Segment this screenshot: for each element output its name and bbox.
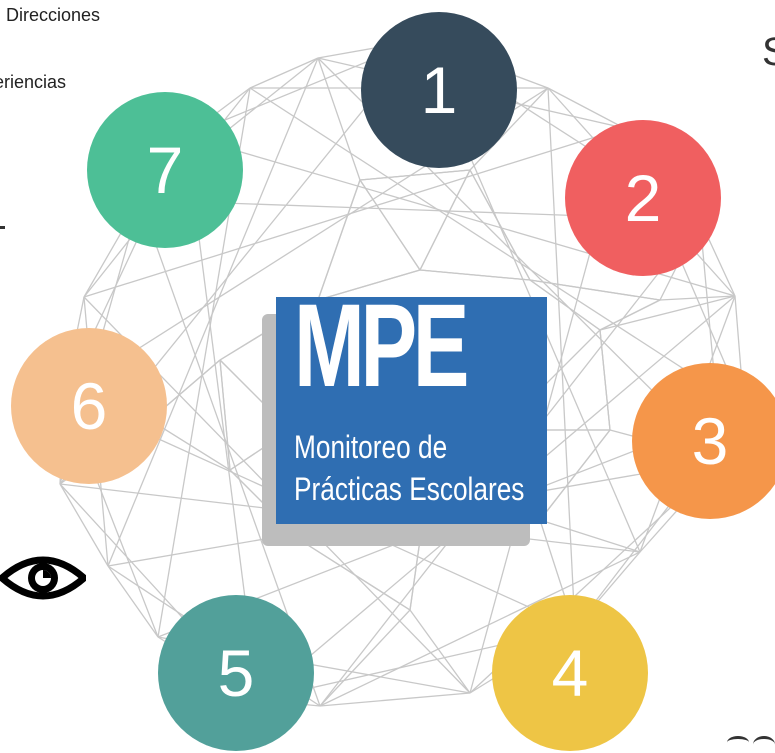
network-edge — [539, 429, 611, 521]
text-snippet-mid: eriencias — [0, 72, 67, 92]
network-edge — [599, 329, 611, 431]
node-1[interactable]: 1 — [361, 12, 517, 168]
text-fragment-bottom-right-2 — [753, 736, 775, 753]
node-3-label: 3 — [691, 404, 729, 478]
network-edge — [469, 169, 531, 281]
node-6[interactable]: 6 — [11, 328, 167, 484]
network-edge — [419, 169, 471, 271]
network-edge — [319, 692, 471, 707]
text-snippet-right: S — [762, 30, 775, 75]
node-4-label: 4 — [551, 636, 589, 710]
node-6-label: 6 — [70, 369, 108, 443]
node-2[interactable]: 2 — [565, 120, 721, 276]
network-edge — [529, 279, 661, 301]
network-edge — [529, 279, 601, 331]
network-edge — [319, 609, 411, 707]
network-edge — [107, 565, 159, 638]
network-edge — [599, 299, 661, 331]
network-edge — [469, 87, 549, 171]
network-edge — [83, 127, 625, 298]
text-fragment-bottom-right — [727, 736, 749, 749]
node-7[interactable]: 7 — [87, 92, 243, 248]
network-edge — [409, 539, 421, 611]
network-edge — [317, 179, 361, 301]
logo-line-2: Prácticas Escolares — [294, 471, 525, 507]
text-fragment-left — [0, 226, 5, 229]
node-3[interactable]: 3 — [632, 363, 775, 519]
network-edge — [107, 57, 319, 567]
eye-icon — [0, 556, 86, 600]
network-edge — [249, 87, 745, 409]
node-2-label: 2 — [624, 161, 662, 235]
mpe-logo: MPE Monitoreo de Prácticas Escolares — [276, 297, 547, 524]
node-7-label: 7 — [146, 133, 184, 207]
network-edge — [59, 483, 109, 567]
logo-acronym: MPE — [294, 297, 469, 412]
network-edge — [319, 551, 641, 707]
network-edge — [219, 359, 231, 471]
node-1-label: 1 — [420, 53, 458, 127]
logo-line-1: Monitoreo de — [294, 429, 448, 465]
network-edge — [359, 169, 471, 181]
network-edge — [659, 295, 736, 301]
network-edge — [599, 295, 736, 331]
text-snippet-top: Direcciones — [6, 5, 101, 25]
network-edge — [317, 57, 361, 181]
network-edge — [409, 609, 471, 694]
network-edge — [299, 539, 411, 611]
node-4[interactable]: 4 — [492, 595, 648, 751]
network-edge — [419, 269, 531, 281]
network-edge — [359, 179, 421, 271]
network-edge — [317, 269, 421, 301]
node-5-label: 5 — [217, 636, 255, 710]
network-edge — [249, 57, 319, 89]
network-edge — [539, 519, 641, 553]
node-5[interactable]: 5 — [158, 595, 314, 751]
network-edge — [547, 87, 625, 129]
